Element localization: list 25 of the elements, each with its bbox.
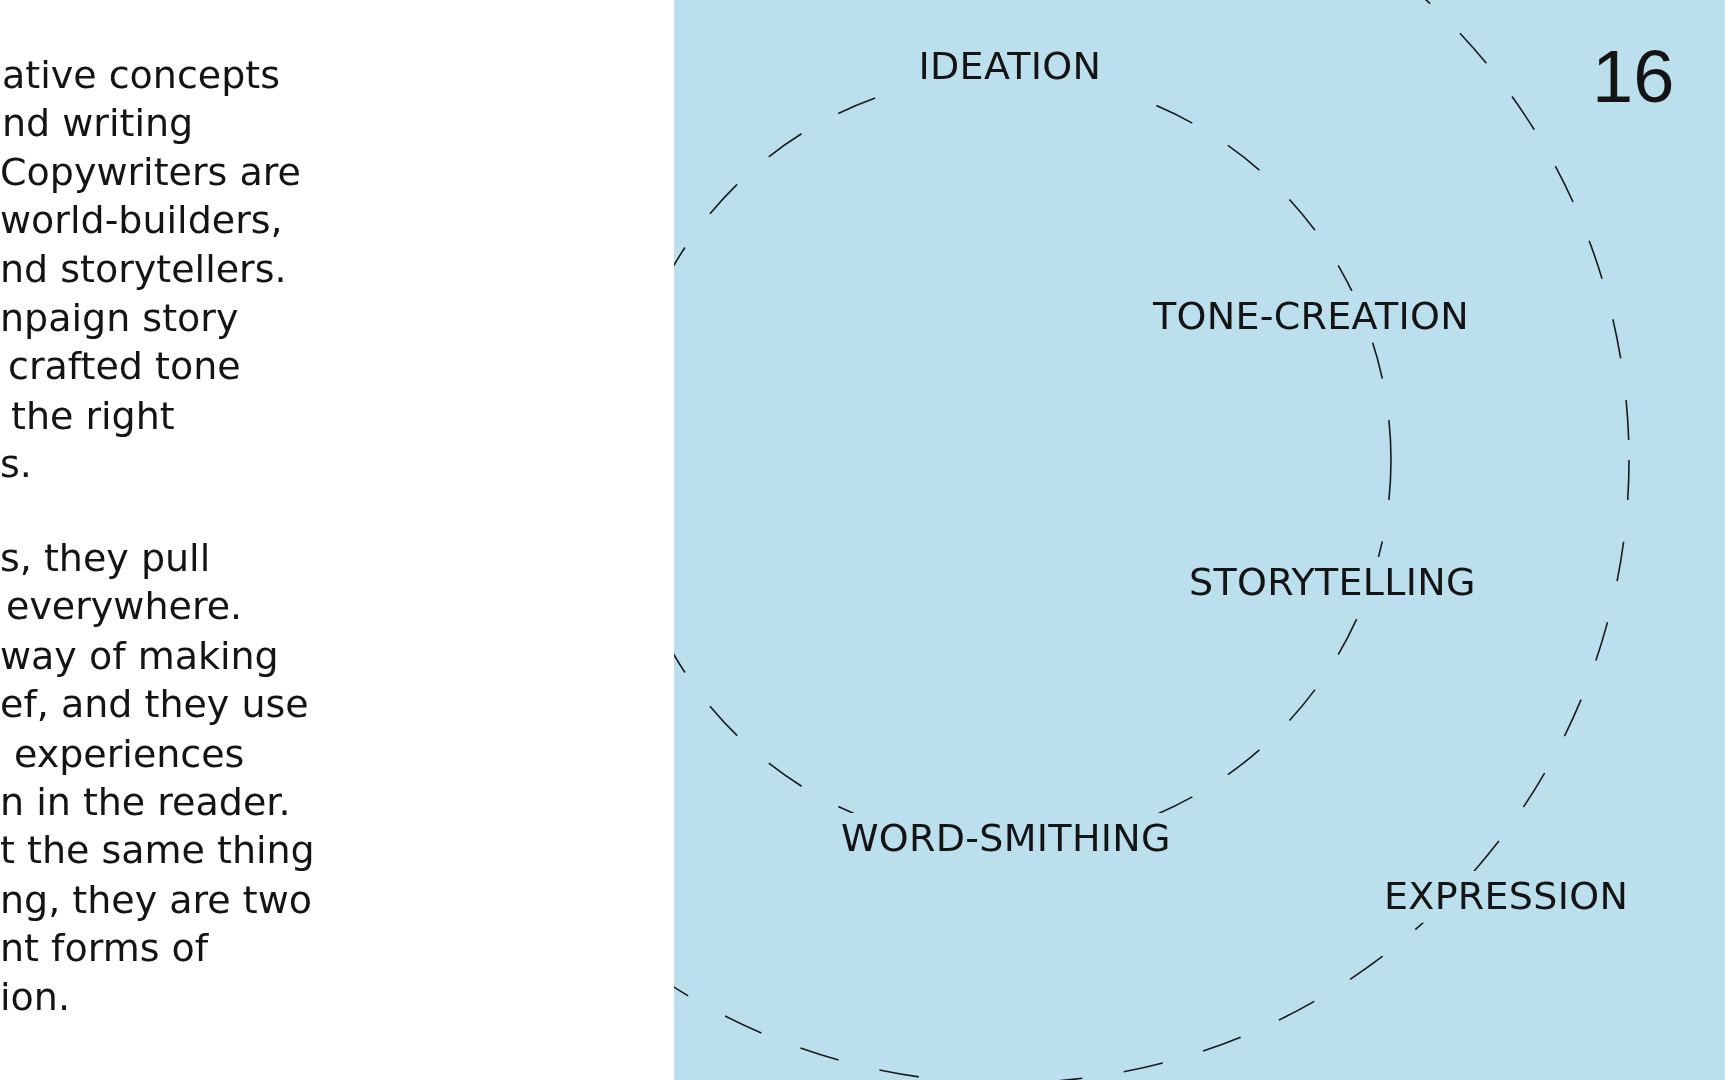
body-text-line: n in the reader. (0, 781, 291, 825)
circle-label: STORYTELLING (1189, 561, 1476, 605)
page-number: 16 (1592, 40, 1675, 114)
body-text-line: s, they pull (0, 537, 211, 581)
body-text-line: npaign story (0, 297, 239, 341)
body-text-line: nt forms of (0, 927, 209, 971)
circle-label: IDEATION (918, 45, 1102, 89)
body-text-line: ef, and they use (0, 683, 309, 727)
body-text-line: s. (0, 443, 32, 487)
body-text-line: way of making (0, 635, 279, 679)
body-text-line: Copywriters are (0, 151, 301, 195)
body-text-line: ative concepts (2, 54, 280, 98)
body-text-line: world-builders, (0, 199, 283, 243)
body-text-line: nd storytellers. (0, 248, 287, 292)
body-text-line: nd writing (2, 102, 194, 146)
body-text-line: t the same thing (0, 829, 315, 873)
body-text-line: ng, they are two (0, 879, 313, 923)
circle-label: TONE-CREATION (1153, 295, 1469, 339)
body-text-line: the right (11, 395, 175, 439)
body-text-line: experiences (14, 733, 245, 777)
circle-label: WORD-SMITHING (841, 817, 1171, 861)
circle-label: EXPRESSION (1384, 875, 1629, 919)
body-text-line: everywhere. (6, 585, 243, 629)
body-text-line: crafted tone (8, 345, 241, 389)
body-text-line: ion. (0, 976, 70, 1020)
